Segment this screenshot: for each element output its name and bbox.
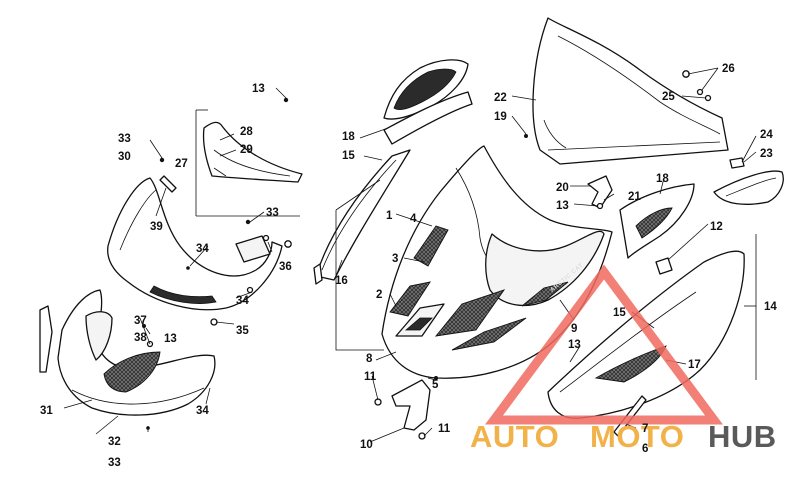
callout-label: 28 [240, 126, 253, 138]
callout-label: 12 [710, 221, 723, 233]
callout-label: 25 [662, 91, 675, 103]
callout-label: 35 [236, 325, 249, 337]
callout-label: 3 [392, 253, 398, 265]
callout-label: 9 [571, 323, 577, 335]
callout-label: 20 [556, 182, 569, 194]
callout-label: 17 [688, 359, 701, 371]
callout-label: 7 [642, 423, 648, 435]
hood-part: ARCTIC CAT [381, 145, 613, 379]
watermark-auto-text: AUTO [470, 419, 559, 454]
callout-label: 24 [760, 129, 773, 141]
callout-label: 34 [196, 405, 209, 417]
callout-label: 13 [252, 83, 265, 95]
callout-label: 39 [150, 221, 163, 233]
front-bumper-part [107, 177, 283, 311]
small-bracket-part [587, 175, 613, 210]
screw-19 [524, 134, 528, 138]
callout-label: 38 [134, 332, 147, 344]
callout-label: 21 [628, 191, 641, 203]
callout-label: 26 [722, 63, 735, 75]
callout-label: 4 [410, 213, 417, 225]
callout-label: 37 [134, 315, 147, 327]
callout-label: 15 [613, 307, 626, 319]
leader-lines [63, 67, 757, 443]
callout-label: 34 [196, 243, 209, 255]
callout-label: 8 [366, 353, 373, 365]
dash-trim-part [202, 121, 303, 183]
callout-label: 10 [360, 439, 373, 451]
callout-label: 34 [236, 295, 249, 307]
callout-label: 30 [118, 151, 131, 163]
upper-vent-part [383, 59, 473, 145]
hood-mount-bracket-part [374, 379, 431, 440]
watermark: AUTO MOTO HUB [470, 264, 777, 454]
callout-label: 31 [40, 405, 53, 417]
windshield-part [524, 17, 729, 165]
callout-label: 18 [656, 173, 669, 185]
callout-label: 2 [376, 289, 382, 301]
callout-label: 1 [386, 210, 393, 222]
callout-label: 27 [175, 158, 188, 170]
callout-labels: 13 33 30 28 29 27 39 33 34 36 34 35 37 3… [40, 63, 777, 469]
callout-label: 13 [568, 339, 581, 351]
callout-label: 13 [164, 333, 177, 345]
callout-label: 19 [494, 111, 507, 123]
callout-label: 11 [438, 423, 451, 435]
callout-label: 6 [642, 443, 648, 455]
watermark-moto-text: MOTO [590, 419, 684, 454]
headlight-part [713, 157, 784, 205]
lower-nose-part [39, 289, 216, 416]
callout-label: 16 [335, 275, 348, 287]
callout-label: 33 [266, 207, 279, 219]
watermark-triangle-logo [485, 264, 723, 425]
callout-label: 22 [494, 92, 507, 104]
callout-label: 36 [279, 261, 292, 273]
callout-label: 33 [108, 457, 121, 469]
hood-side-strip-part [313, 149, 411, 285]
callout-label: 11 [364, 371, 377, 383]
callout-label: 32 [108, 436, 121, 448]
callout-label: 18 [342, 131, 355, 143]
callout-label: 5 [432, 379, 439, 391]
callout-label: 13 [556, 200, 569, 212]
callout-label: 29 [240, 144, 253, 156]
watermark-hub-text: HUB [708, 419, 777, 454]
callout-label: 14 [764, 301, 777, 313]
callout-label: 33 [118, 133, 131, 145]
side-vent-part [619, 183, 695, 259]
callout-label: 15 [342, 150, 355, 162]
callout-label: 23 [760, 148, 773, 160]
